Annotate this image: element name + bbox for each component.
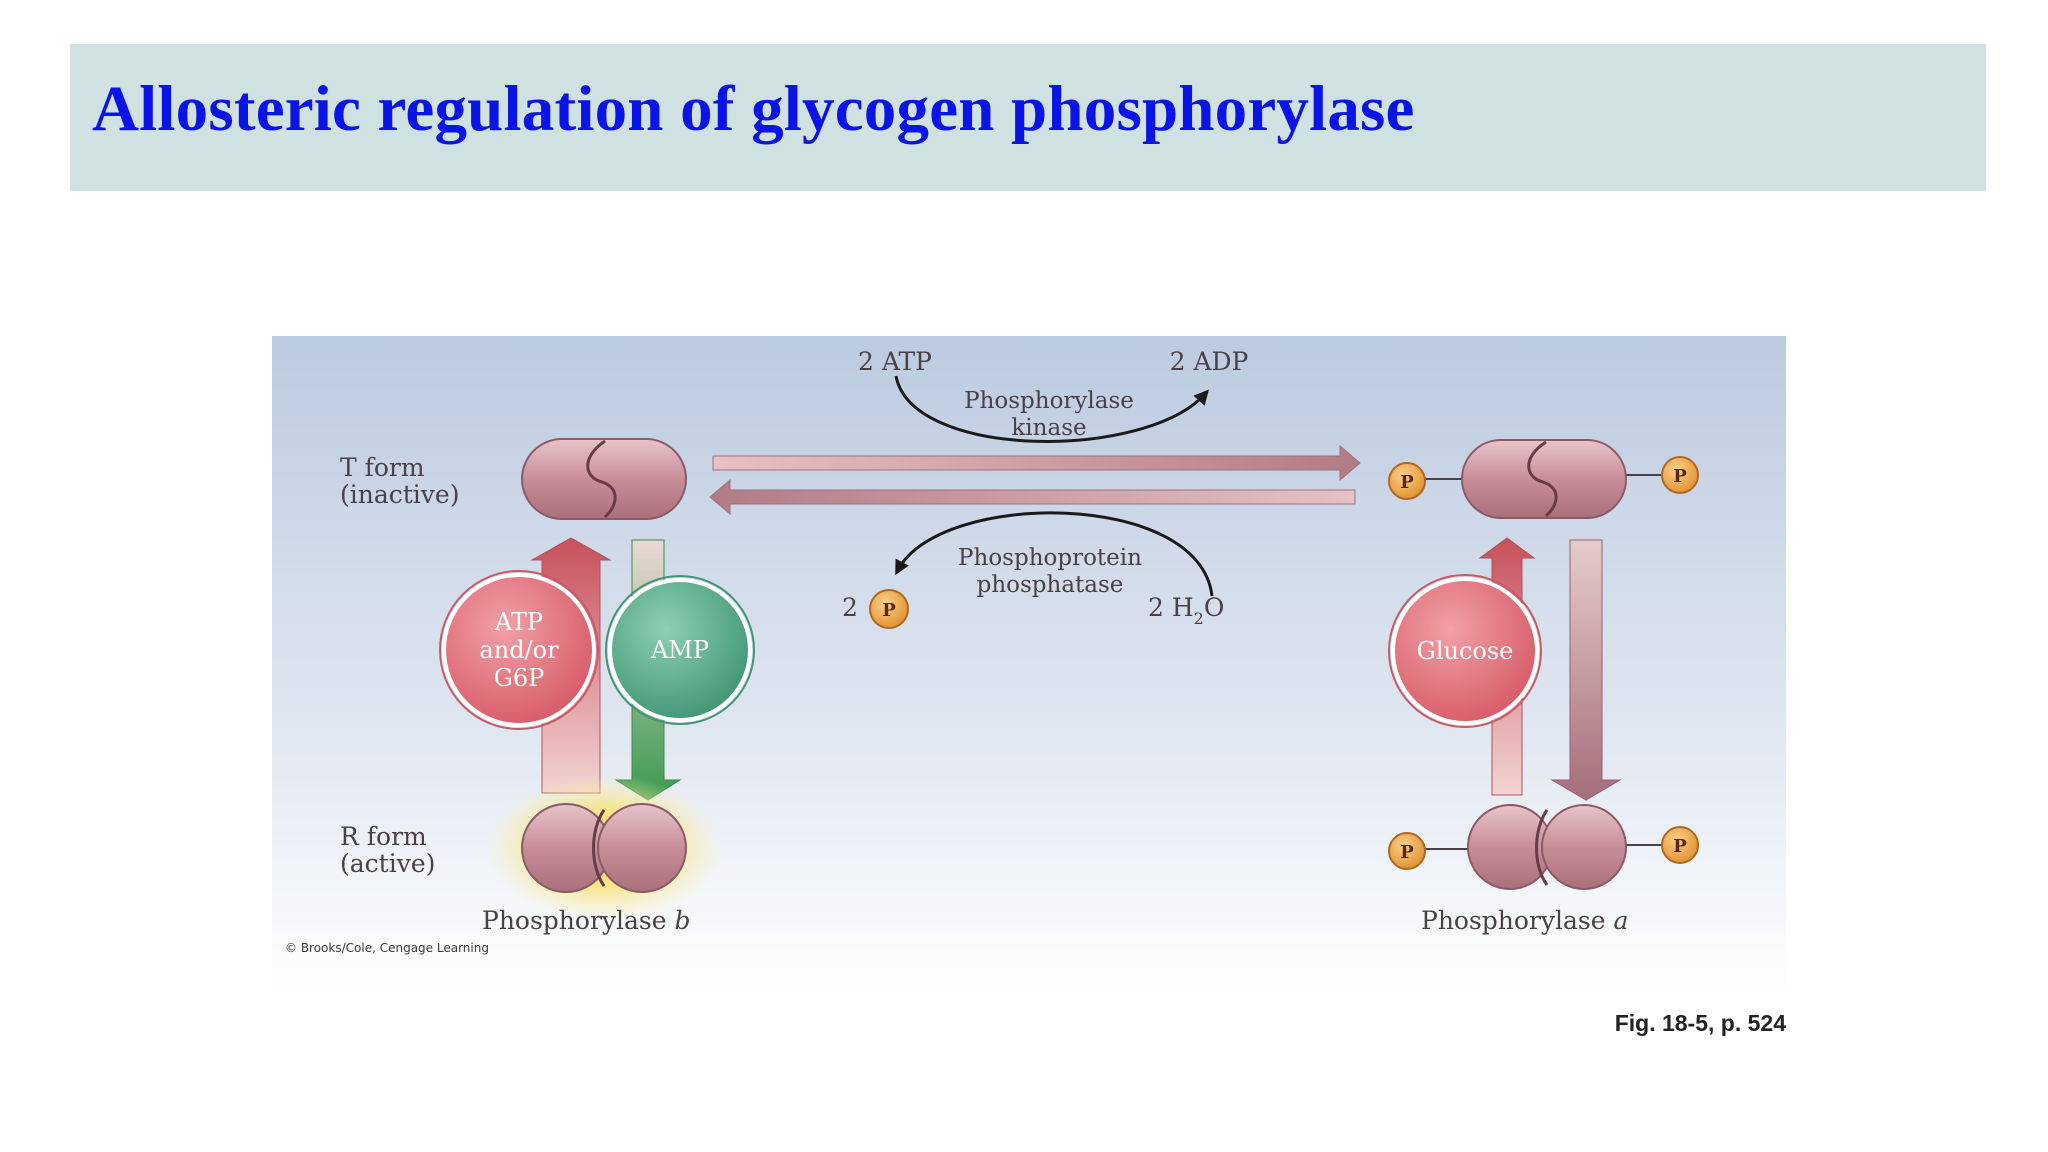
credit-text: © Brooks/Cole, Cengage Learning <box>285 941 489 955</box>
phosphate-t-right: P <box>1661 456 1699 494</box>
phosphatase-label-line2: phosphatase <box>977 572 1124 598</box>
page-title: Allosteric regulation of glycogen phosph… <box>92 73 1415 145</box>
r-form-state: (active) <box>340 849 435 878</box>
phosphorylase-b-label: Phosphorylase b <box>482 906 691 935</box>
glucose-label: Glucose <box>1417 637 1514 665</box>
and-or-label: and/or <box>479 636 559 664</box>
g6p-label: G6P <box>494 664 545 692</box>
kinase-label-line2: kinase <box>1011 415 1086 441</box>
glucose-effector: Glucose <box>1388 574 1542 728</box>
t-form-enzyme <box>521 438 687 520</box>
atp-input-label: 2 ATP <box>858 347 932 376</box>
phosphate-r-left: P <box>1388 832 1426 870</box>
r-form-label: R form <box>340 822 427 851</box>
phosphatase-curve-arrow <box>895 511 1214 597</box>
phosphate-label: P <box>1400 842 1414 863</box>
phosphate-released: P <box>869 589 909 629</box>
dephosphorylation-arrow <box>709 478 1356 516</box>
r-form-enzyme <box>486 774 722 922</box>
phosphate-label: P <box>1673 836 1687 857</box>
phosphatase-label-line1: Phosphoprotein <box>958 545 1142 571</box>
water-label: 2 H2O <box>1148 593 1224 628</box>
r-form-phosphorylated-enzyme <box>1425 804 1662 890</box>
phosphate-t-left: P <box>1388 462 1426 500</box>
t-form-phosphorylated-enzyme <box>1425 439 1662 519</box>
title-banner: Allosteric regulation of glycogen phosph… <box>70 44 1986 191</box>
phosphate-r-right: P <box>1661 826 1699 864</box>
phosphorylation-arrow <box>712 444 1361 482</box>
a-form-down-arrow <box>1550 539 1622 801</box>
figure-reference: Fig. 18-5, p. 524 <box>1615 1010 1786 1036</box>
phosphate-label: P <box>1673 466 1687 487</box>
kinase-label-line1: Phosphorylase <box>964 388 1134 414</box>
adp-output-label: 2 ADP <box>1170 347 1249 376</box>
atp-label: ATP <box>494 608 543 636</box>
amp-effector: AMP <box>605 575 755 725</box>
kinase-curve-arrow <box>894 375 1210 443</box>
phosphorylase-a-label: Phosphorylase a <box>1421 906 1628 935</box>
phosphate-label: P <box>1400 472 1414 493</box>
pi-count-label: 2 <box>842 593 858 622</box>
phosphate-label: P <box>882 600 896 621</box>
atp-g6p-effector: ATP and/or G6P <box>439 570 599 730</box>
t-form-label: T form <box>340 453 425 482</box>
t-form-state: (inactive) <box>340 480 459 509</box>
amp-label: AMP <box>650 636 709 664</box>
